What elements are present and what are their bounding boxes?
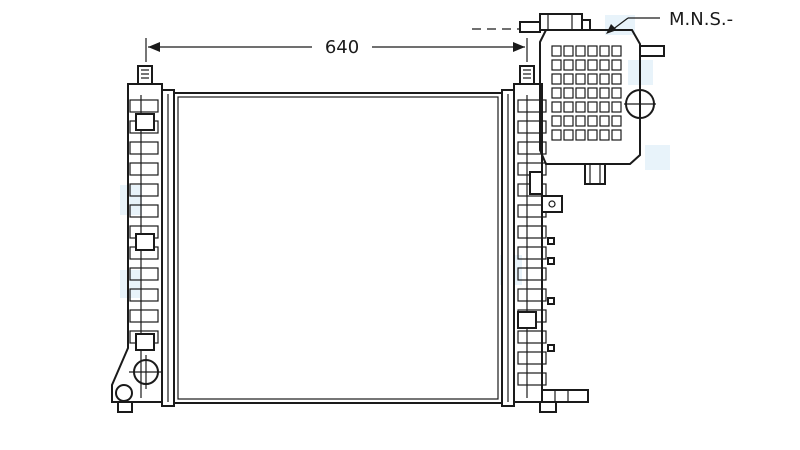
right-tank-rib [517, 141, 547, 155]
tank-grid-cell [599, 115, 610, 127]
right-tank-rib [517, 267, 547, 281]
right-tank-rib [517, 99, 547, 113]
tank-grid-cell [551, 73, 562, 85]
tank-grid-cell [599, 129, 610, 141]
tank-grid-cell [575, 45, 586, 57]
tank-grid-cell [551, 59, 562, 71]
expansion-tank [519, 13, 665, 185]
tank-grid-cell [611, 87, 622, 99]
tank-grid-cell [599, 59, 610, 71]
right-tank-rib [517, 372, 547, 386]
tank-grid-cell [551, 115, 562, 127]
tank-grid-cell [551, 45, 562, 57]
tank-grid-cell [563, 129, 574, 141]
tank-grid-cell [575, 129, 586, 141]
tank-grid-cell [575, 115, 586, 127]
tank-grid-cell [563, 101, 574, 113]
tank-grid-cell [575, 87, 586, 99]
tank-grid-cell [611, 101, 622, 113]
left-tank-rib [129, 162, 159, 176]
mns-label: M.N.S.- [669, 9, 733, 30]
tank-grid-cell [563, 115, 574, 127]
right-tank-rib [517, 330, 547, 344]
tank-grid-cell [599, 87, 610, 99]
tank-grid-cell [587, 115, 598, 127]
right-tank-rib [517, 120, 547, 134]
left-tank [111, 65, 163, 413]
tank-grid-cell [611, 59, 622, 71]
tank-grid-cell [575, 59, 586, 71]
tank-grid-cell [587, 129, 598, 141]
tank-grid-cell [599, 101, 610, 113]
watermark [120, 15, 670, 298]
right-tank-rib [517, 351, 547, 365]
right-tank-rib [517, 225, 547, 239]
left-tank-rib [129, 99, 159, 113]
tank-grid-cell [611, 45, 622, 57]
tank-grid-cell [611, 115, 622, 127]
right-tank-rib [517, 246, 547, 260]
tank-grid-cell [551, 101, 562, 113]
tank-grid-cell [563, 45, 574, 57]
left-tank-rib [129, 204, 159, 218]
tank-grid-cell [575, 101, 586, 113]
tank-grid-cell [587, 59, 598, 71]
left-tank-rib [129, 183, 159, 197]
radiator-core [161, 89, 515, 407]
right-tank [513, 65, 589, 413]
left-tank-rib [129, 267, 159, 281]
right-tank-rib [517, 288, 547, 302]
tank-grid-cell [563, 87, 574, 99]
tank-grid-cell [587, 87, 598, 99]
tank-grid-cell [551, 129, 562, 141]
tank-grid-cell [575, 73, 586, 85]
dimension-label: 640 [325, 37, 359, 58]
tank-grid-cell [611, 73, 622, 85]
tank-grid-cell [599, 45, 610, 57]
tank-grid-cell [587, 45, 598, 57]
left-tank-rib [129, 288, 159, 302]
tank-grid-cell [563, 73, 574, 85]
tank-grid-cell [611, 129, 622, 141]
tank-grid-cell [587, 73, 598, 85]
tank-grid-cell [551, 87, 562, 99]
left-tank-rib [129, 141, 159, 155]
tank-grid-cell [599, 73, 610, 85]
width-dimension: 640 [145, 37, 528, 62]
tank-grid-cell [587, 101, 598, 113]
tank-grid-cell [563, 59, 574, 71]
left-tank-rib [129, 309, 159, 323]
